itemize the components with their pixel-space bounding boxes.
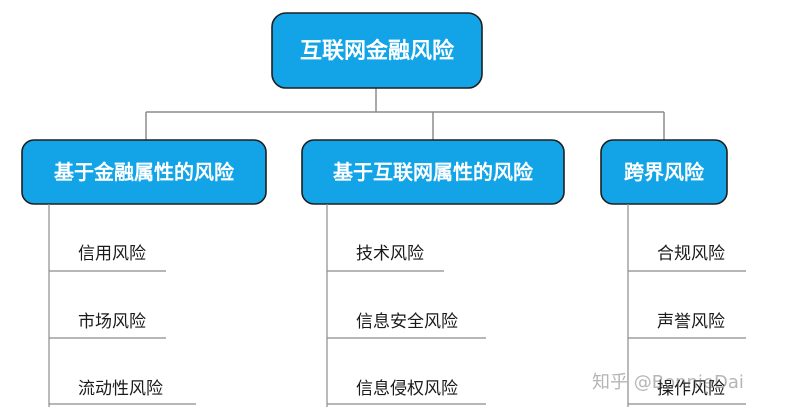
- leaf-item-1-2: 市场风险: [78, 312, 146, 332]
- leaf-item-2-3: 信息侵权风险: [356, 379, 458, 399]
- category-box-1: [21, 139, 267, 205]
- leaf-item-3-2: 声誉风险: [657, 312, 725, 332]
- root-label: 互联网金融风险: [300, 38, 455, 64]
- category-2-branch: 技术风险 信息安全风险 信息侵权风险: [326, 204, 486, 407]
- category-node-2: 基于互联网属性的风险: [301, 139, 565, 205]
- leaf-item-1-3: 流动性风险: [78, 379, 163, 399]
- leaf-item-2-1: 技术风险: [356, 244, 424, 264]
- watermark: 知乎 @BonnieDai: [592, 372, 744, 393]
- root-connectors: [145, 88, 665, 140]
- category-label-2: 基于互联网属性的风险: [333, 160, 534, 184]
- root-box: [271, 12, 483, 89]
- leaf-item-2-2: 信息安全风险: [356, 312, 458, 332]
- leaf-item-3-3: 操作风险: [657, 379, 725, 399]
- category-label-3: 跨界风险: [624, 160, 705, 184]
- root-node: 互联网金融风险: [271, 12, 483, 89]
- category-box-3: [600, 139, 728, 205]
- category-1-branch: 信用风险 市场风险 流动性风险: [48, 204, 196, 407]
- leaf-item-3-1: 合规风险: [657, 244, 725, 264]
- category-label-1: 基于金融属性的风险: [54, 160, 235, 184]
- leaf-item-1-1: 信用风险: [78, 244, 146, 264]
- category-node-3: 跨界风险: [600, 139, 728, 205]
- category-3-branch: 合规风险 声誉风险 操作风险: [627, 204, 746, 407]
- category-box-2: [301, 139, 565, 205]
- category-node-1: 基于金融属性的风险: [21, 139, 267, 205]
